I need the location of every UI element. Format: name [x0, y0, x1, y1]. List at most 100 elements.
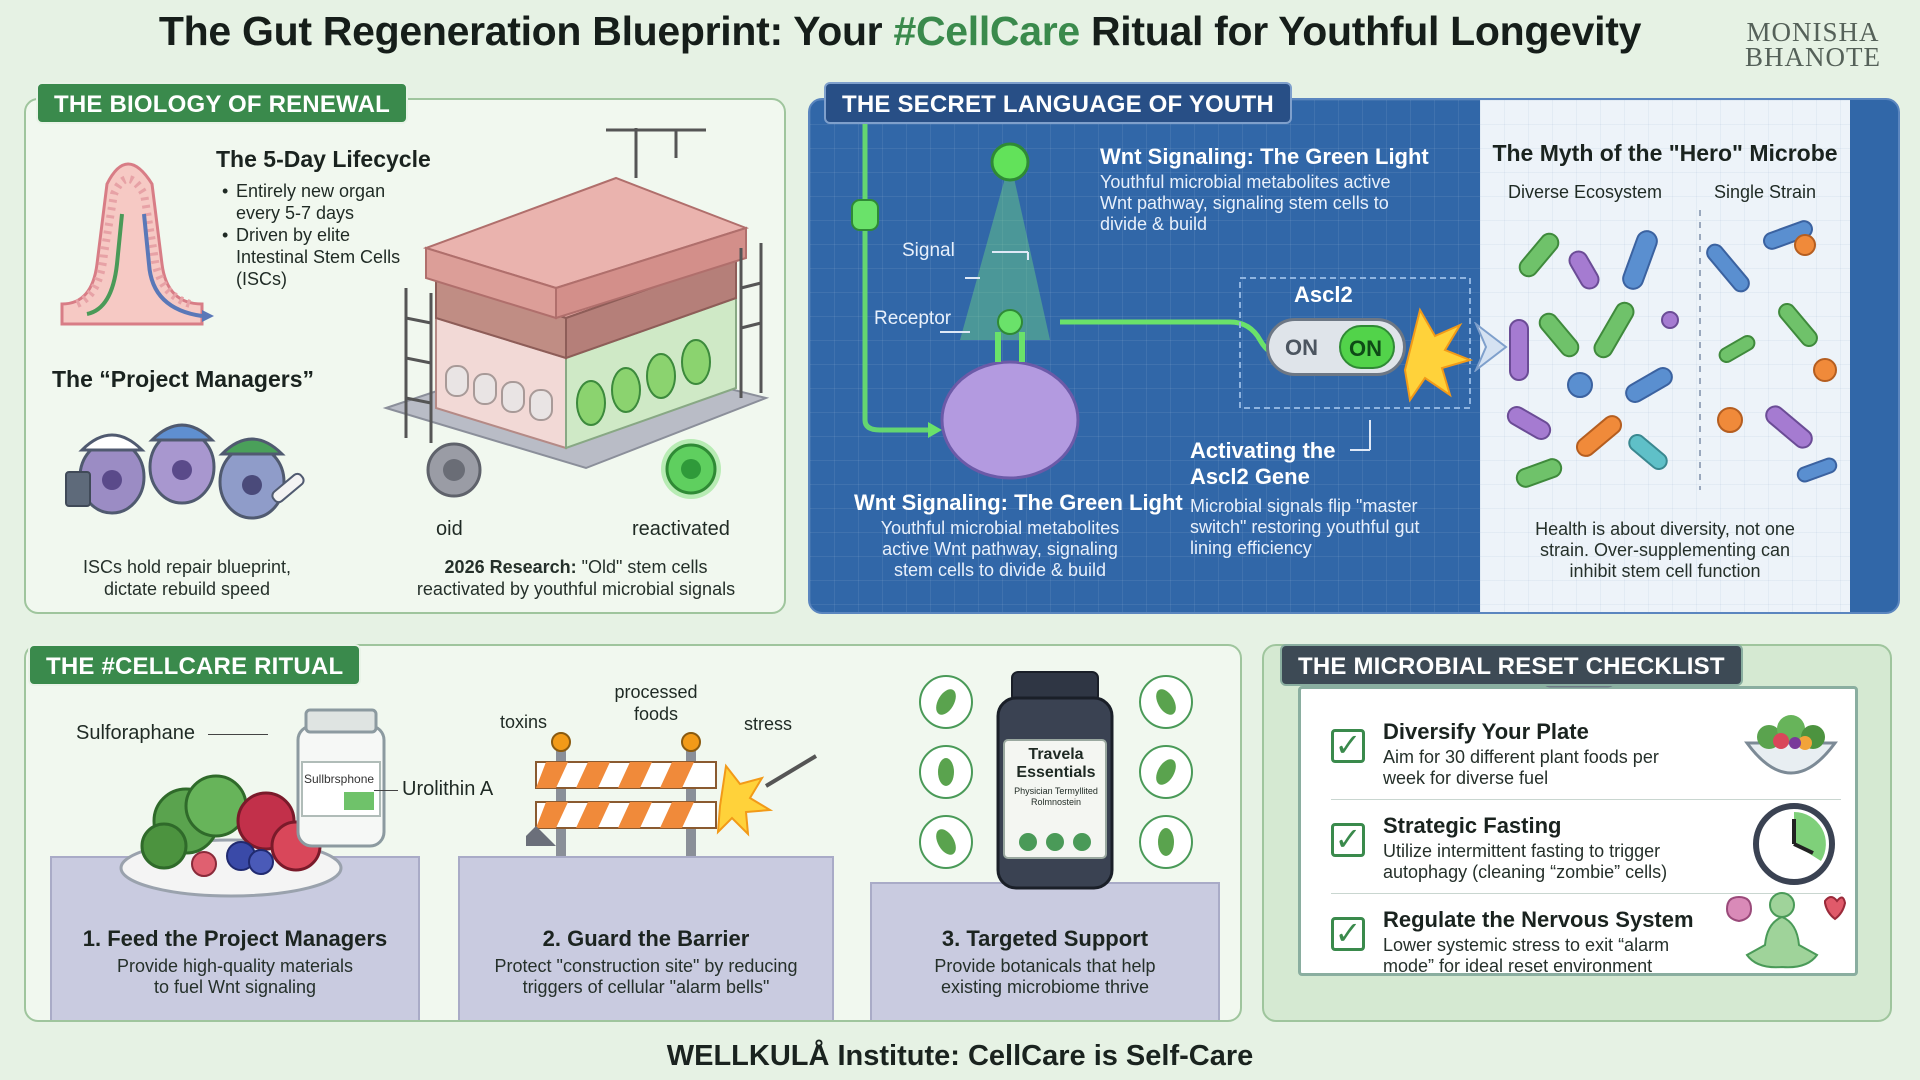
- urolithin-label: Urolithin A: [402, 778, 494, 800]
- sulforaphane-label: Sulforaphane: [76, 722, 195, 744]
- stress-label: stress: [744, 714, 793, 734]
- wnt-signaling-diagram: [851, 110, 1474, 480]
- bottle-brand-1: Travela: [1028, 746, 1084, 763]
- wnt-desc-top-2: Wnt pathway, signaling stem cells to: [1100, 193, 1389, 213]
- step-block-3: [870, 882, 1220, 1020]
- step-desc: triggers of cellular "alarm bells": [522, 977, 770, 997]
- research-caption-1: 2026 Research: "Old" stem cells: [376, 556, 776, 578]
- urolithin-pointer: [374, 790, 398, 791]
- checklist-item-title: Diversify Your Plate: [1383, 719, 1589, 744]
- page-title: The Gut Regeneration Blueprint: Your #Ce…: [0, 8, 1800, 55]
- toxins-label: toxins: [500, 712, 548, 732]
- biology-panel: The 5-Day Lifecycle Entirely new organ e…: [24, 98, 786, 614]
- processed-foods-label-1: processed: [614, 682, 698, 702]
- checklist-item-desc: Aim for 30 different plant foods per: [1383, 747, 1659, 767]
- lifecycle-point: Driven by elite Intestinal Stem Cells (I…: [222, 224, 402, 290]
- microbe-comparison-icon: [1506, 210, 1838, 490]
- old-cell-label: oid: [436, 518, 463, 540]
- wnt-desc-top-1: Youthful microbial metabolites active: [1100, 172, 1391, 192]
- step-desc: to fuel Wnt signaling: [153, 977, 317, 997]
- step-title: 2. Guard the Barrier: [542, 926, 750, 951]
- jar-label: Sullbrsphone: [304, 772, 375, 786]
- ritual-panel: Sullbrsphone Sulforaphane Urolithin A to…: [24, 644, 1242, 1022]
- lifecycle-point: Entirely new organ every 5-7 days: [222, 180, 402, 224]
- arrow-right-icon: [1474, 322, 1508, 372]
- step-desc: Provide botanicals that help: [934, 956, 1156, 976]
- project-manager-cells-icon: [65, 423, 305, 520]
- biology-tab: THE BIOLOGY OF RENEWAL: [36, 82, 408, 124]
- myth-section: The Myth of the "Hero" Microbe Diverse E…: [1480, 100, 1850, 612]
- checkbox-checked[interactable]: ✓: [1331, 823, 1365, 857]
- checklist-divider: [1331, 893, 1841, 894]
- myth-title: The Myth of the "Hero" Microbe: [1492, 140, 1838, 166]
- checklist-item-desc: week for diverse fuel: [1383, 768, 1549, 788]
- footer-tagline: WELLKULÅ Institute: CellCare is Self-Car…: [666, 1040, 1254, 1072]
- lifecycle-points: Entirely new organ every 5-7 days Driven…: [222, 180, 402, 290]
- switch-on-knob: ON: [1339, 325, 1395, 369]
- activating-desc-2: switch" restoring youthful gut: [1190, 517, 1420, 537]
- logo-line-1: MONISHA: [1746, 17, 1880, 47]
- checklist-item-desc: Lower systemic stress to exit “alarm: [1383, 935, 1670, 955]
- pm-caption-1: ISCs hold repair blueprint,: [82, 557, 292, 577]
- checklist-panel: ✓ Diversify Your Plate Aim for 30 differ…: [1262, 644, 1892, 1022]
- research-caption-2: reactivated by youthful microbial signal…: [416, 579, 736, 599]
- myth-caption-2: strain. Over-supplementing can: [1539, 540, 1791, 560]
- step-desc: Protect "construction site" by reducing: [494, 956, 798, 976]
- receptor-label: Receptor: [874, 308, 952, 329]
- checklist-divider: [1331, 799, 1841, 800]
- diverse-ecosystem-label: Diverse Ecosystem: [1507, 182, 1663, 202]
- salad-bowl-icon: [1744, 715, 1838, 775]
- plant-foods-plate-illustration: [119, 708, 386, 898]
- checkbox-checked[interactable]: ✓: [1331, 917, 1365, 951]
- meditation-icon: [1725, 892, 1847, 969]
- wnt-desc-bottom-2: active Wnt pathway, signaling: [882, 539, 1118, 559]
- checklist-item-desc: autophagy (cleaning “zombie” cells): [1383, 862, 1668, 882]
- title-highlight: #CellCare: [893, 8, 1080, 54]
- step-title: 1. Feed the Project Managers: [82, 926, 388, 951]
- wnt-desc-bottom-1: Youthful microbial metabolites: [880, 518, 1120, 538]
- tissue-construction-illustration: [382, 128, 770, 470]
- switch-on-text: ON: [1349, 336, 1382, 361]
- barrier-illustration: [526, 732, 818, 856]
- checklist-item-desc: Utilize intermittent fasting to trigger: [1383, 841, 1661, 861]
- step-block-2: [458, 856, 834, 1020]
- checklist-item-title: Regulate the Nervous System: [1383, 907, 1694, 932]
- ascl2-label: Ascl2: [1294, 282, 1353, 307]
- clock-icon: [1753, 803, 1835, 885]
- activating-title-1: Activating the: [1190, 438, 1336, 463]
- lifecycle-title: The 5-Day Lifecycle: [216, 146, 431, 172]
- pm-caption-2: dictate rebuild speed: [103, 579, 271, 599]
- step-desc: existing microbiome thrive: [940, 977, 1150, 997]
- processed-foods-label-2: foods: [633, 704, 679, 724]
- research-text: "Old" stem cells: [576, 557, 708, 577]
- research-year: 2026 Research:: [444, 557, 577, 577]
- youth-tab: THE SECRET LANGUAGE OF YOUTH: [824, 82, 1292, 124]
- old-stem-cell-icon: [426, 442, 482, 498]
- myth-caption-3: inhibit stem cell function: [1569, 561, 1761, 581]
- myth-caption-1: Health is about diversity, not one: [1535, 519, 1795, 539]
- activating-desc-1: Microbial signals flip "master: [1190, 496, 1418, 516]
- wnt-desc-top-3: divide & build: [1100, 214, 1208, 234]
- step-title: 3. Targeted Support: [941, 926, 1149, 951]
- villus-icon: [60, 162, 214, 326]
- activating-desc-3: lining efficiency: [1190, 538, 1312, 558]
- title-text-end: Ritual for Youthful Longevity: [1079, 8, 1642, 54]
- sulforaphane-pointer: [208, 734, 268, 735]
- title-text-start: The Gut Regeneration Blueprint: Your: [158, 8, 894, 54]
- checkbox-checked[interactable]: ✓: [1331, 729, 1365, 763]
- bottle-brand-2: Essentials: [1016, 764, 1096, 781]
- signal-label: Signal: [902, 240, 955, 261]
- checklist-item-title: Strategic Fasting: [1383, 813, 1562, 838]
- reactivated-cell-label: reactivated: [632, 518, 730, 540]
- checklist-item-desc: mode” for ideal reset environment: [1383, 956, 1653, 976]
- wnt-desc-bottom-3: stem cells to divide & build: [893, 560, 1107, 580]
- wnt-title-top: Wnt Signaling: The Green Light: [1100, 144, 1429, 169]
- brand-logo: MONISHA BHANOTE: [1738, 17, 1888, 72]
- checklist-tab: THE MICROBIAL RESET CHECKLIST: [1280, 644, 1743, 686]
- project-managers-title: The “Project Managers”: [52, 366, 315, 392]
- checklist-clipboard: ✓ Diversify Your Plate Aim for 30 differ…: [1298, 686, 1858, 976]
- ascl2-switch[interactable]: ON ON: [1266, 318, 1406, 376]
- logo-line-2: BHANOTE: [1745, 42, 1881, 72]
- youth-panel: Wnt Signaling: The Green Light Youthful …: [808, 98, 1900, 614]
- step-desc: Provide high-quality materials: [116, 956, 354, 976]
